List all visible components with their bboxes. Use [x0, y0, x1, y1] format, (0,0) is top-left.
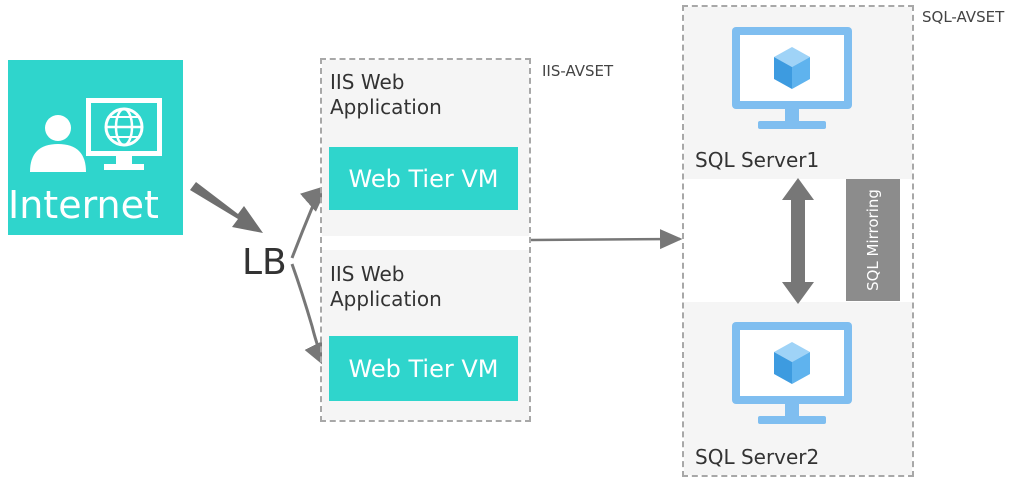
internet-tile — [8, 60, 183, 235]
vm-monitor-icon — [732, 27, 852, 129]
sql-server-label: SQL Server2 — [695, 445, 820, 469]
iis-title-line2: Application — [330, 95, 442, 119]
vm-monitor-icon — [732, 322, 852, 424]
cube-icon — [774, 47, 810, 89]
iis-title-line1: IIS Web — [330, 70, 405, 94]
iis-avset-label: IIS-AVSET — [542, 62, 614, 80]
sql-mirroring-box — [846, 179, 900, 301]
iis-web-app-title: IIS Web Application — [330, 262, 530, 312]
iis-web-app-title: IIS Web Application — [330, 70, 530, 120]
iis-title-line1: IIS Web — [330, 262, 405, 286]
web-to-sql-arrow — [530, 229, 683, 250]
load-balancer-label: LB — [242, 242, 287, 283]
mirroring-double-arrow — [782, 178, 814, 304]
iis-availability-set — [320, 58, 531, 422]
internet-to-lb-arrow — [190, 182, 263, 233]
web-tier-vm: Web Tier VM — [329, 336, 518, 401]
sql-server-label: SQL Server1 — [695, 148, 820, 172]
cube-icon — [774, 342, 810, 384]
sql-availability-set — [682, 5, 914, 477]
iis-title-line2: Application — [330, 287, 442, 311]
internet-label: Internet — [8, 183, 159, 227]
sql-mirroring-label: SQL Mirroring — [864, 189, 882, 291]
web-tier-vm: Web Tier VM — [329, 147, 518, 210]
sql-avset-label: SQL-AVSET — [922, 8, 1005, 26]
user-with-globe-icon — [30, 98, 162, 172]
